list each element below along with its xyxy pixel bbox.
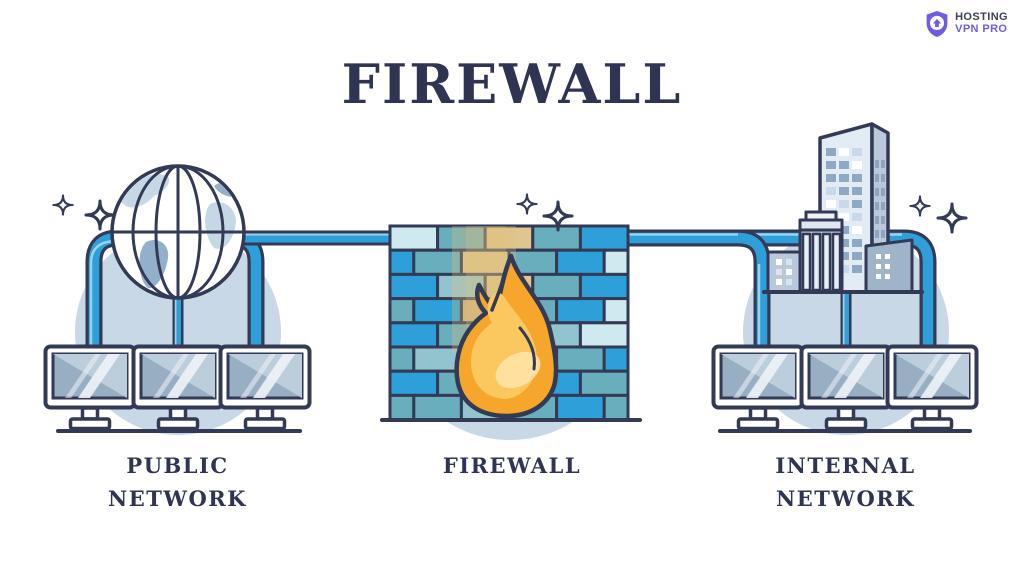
internal-network-monitors [714, 347, 977, 433]
flame-icon [454, 253, 559, 419]
small-building-windows [776, 259, 792, 285]
internal-network-pipes [626, 229, 937, 352]
small-building-windows [876, 254, 890, 279]
sparkle-icon [84, 199, 116, 231]
brand-logo: HOSTING VPN PRO [924, 10, 1008, 38]
label-line: INTERNAL [775, 453, 916, 478]
label-line: PUBLIC [126, 453, 229, 478]
brand-name: HOSTING VPN PRO [955, 12, 1008, 35]
sparkle-icon [52, 194, 74, 216]
sparkle-icon [516, 193, 538, 215]
sparkle-icon [936, 202, 968, 234]
shield-vpn-icon [926, 11, 948, 37]
sparkle-icon [909, 195, 931, 217]
building-icon [762, 122, 924, 294]
label-line: NETWORK [108, 485, 247, 511]
brand-line1: HOSTING [955, 11, 1008, 24]
label-line: FIREWALL [442, 453, 582, 478]
page-title: FIREWALL [341, 52, 683, 116]
globe-icon [110, 164, 246, 300]
label-line: NETWORK [776, 485, 915, 511]
label-public-network: PUBLIC NETWORK [70, 450, 285, 515]
label-firewall: FIREWALL [412, 450, 612, 483]
brand-line2: VPN PRO [955, 23, 1008, 35]
public-network-monitors [46, 347, 310, 433]
label-internal-network: INTERNAL NETWORK [738, 450, 953, 515]
